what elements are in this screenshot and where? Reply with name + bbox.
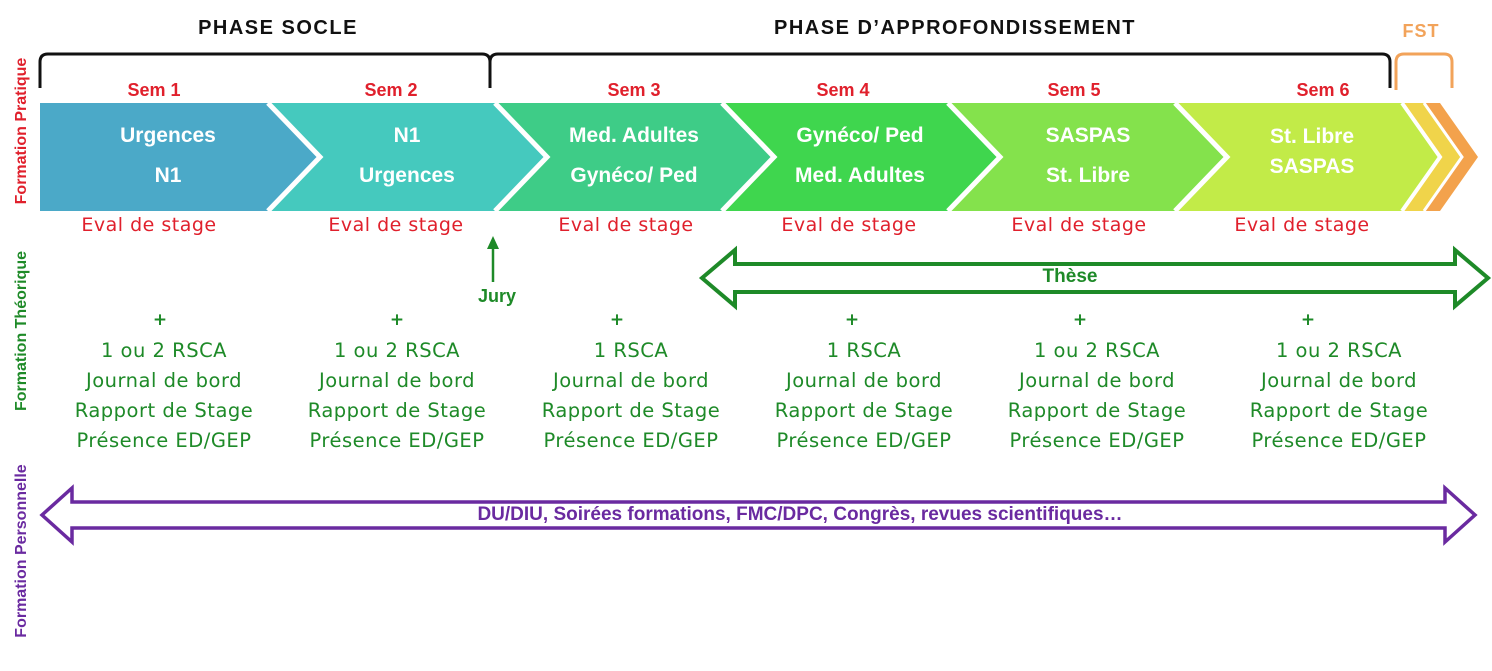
phase-socle-title: PHASE SOCLE (198, 17, 358, 39)
side-label-pratique: Formation Pratique (13, 57, 30, 205)
plus-sem-2: + (389, 310, 405, 330)
sem-label-4: Sem 4 (816, 80, 870, 100)
sem-label-2: Sem 2 (364, 80, 418, 100)
personnelle-text: DU/DIU, Soirées formations, FMC/DPC, Con… (477, 504, 1123, 525)
chevron-sem-3 (495, 103, 774, 211)
personnelle-double-arrow (39, 484, 1478, 546)
eval-sem-2: Eval de stage (328, 214, 464, 236)
chevron-sem-1 (40, 103, 320, 211)
plus-sem-6: + (1300, 310, 1316, 330)
bracket-approfondissement (488, 52, 1392, 88)
chevron-fst-orange (1424, 103, 1478, 211)
chevron-sem-4 (722, 103, 1000, 211)
these-double-arrow (698, 245, 1492, 311)
side-label-personnelle: Formation Personnelle (13, 464, 30, 638)
plus-sem-4: + (844, 310, 860, 330)
sem-label-3: Sem 3 (607, 80, 661, 100)
plus-sem-1: + (152, 310, 168, 330)
sem-label-1: Sem 1 (127, 80, 181, 100)
jury-label: Jury (477, 286, 517, 306)
chevron-sem-5 (948, 103, 1227, 211)
eval-sem-6: Eval de stage (1234, 214, 1370, 236)
plus-sem-3: + (609, 310, 625, 330)
fst-label: FST (1402, 21, 1440, 41)
plus-sem-5: + (1072, 310, 1088, 330)
chevron-sem-6 (1175, 103, 1440, 211)
phase-approfondissement-title: PHASE D’APPROFONDISSEMENT (774, 17, 1136, 39)
jury-arrow (487, 236, 499, 282)
chevron-sem-2 (268, 103, 547, 211)
sem-label-6: Sem 6 (1296, 80, 1350, 100)
sem-label-5: Sem 5 (1047, 80, 1101, 100)
side-label-theorique: Formation Théorique (13, 251, 30, 411)
eval-sem-1: Eval de stage (81, 214, 217, 236)
these-label: Thèse (1042, 266, 1098, 287)
eval-sem-5: Eval de stage (1011, 214, 1147, 236)
eval-sem-4: Eval de stage (781, 214, 917, 236)
eval-sem-3: Eval de stage (558, 214, 694, 236)
bracket-fst (1394, 52, 1454, 90)
chevron-fst-yellow (1402, 103, 1462, 211)
